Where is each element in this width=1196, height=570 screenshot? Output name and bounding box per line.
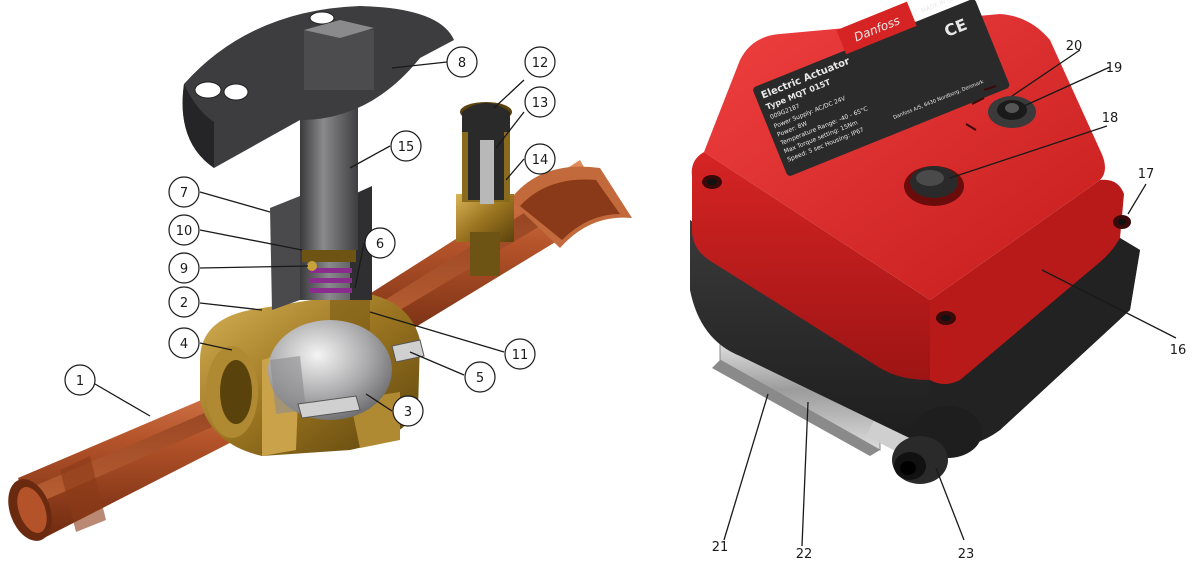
svg-text:12: 12	[532, 56, 549, 71]
svg-text:9: 9	[180, 262, 188, 277]
svg-text:8: 8	[458, 56, 466, 71]
callout-6: 6	[364, 227, 396, 259]
callout-20: 20	[1066, 39, 1083, 54]
ball-valve-cutaway	[8, 6, 632, 541]
svg-text:2: 2	[180, 296, 188, 311]
callout-17: 17	[1138, 167, 1155, 182]
nameplate: Danfoss MADE IN CHINA CE Electric Actuat…	[753, 0, 1010, 176]
callout-22: 22	[796, 547, 813, 562]
callout-1: 1	[64, 364, 96, 396]
actuator-base	[690, 220, 1140, 449]
callout-11: 11	[504, 338, 536, 370]
svg-text:10: 10	[176, 224, 193, 239]
callout-23: 23	[958, 547, 975, 562]
callout-13: 13	[524, 86, 556, 118]
callout-10: 10	[168, 214, 200, 246]
cable-gland	[892, 406, 982, 484]
svg-text:4: 4	[180, 337, 188, 352]
callout-21: 21	[712, 540, 729, 555]
valve-seat	[391, 339, 425, 363]
service-port	[456, 102, 514, 276]
svg-text:5: 5	[476, 371, 484, 386]
callout-3: 3	[392, 395, 424, 427]
electric-actuator: Danfoss MADE IN CHINA CE Electric Actuat…	[690, 0, 1140, 484]
position-indicator	[965, 85, 1036, 131]
callout-12: 12	[524, 46, 556, 78]
svg-text:1: 1	[76, 374, 84, 389]
valve-callouts: 1 2 3 4 5 6 7 8	[64, 46, 556, 427]
callout-19: 19	[1106, 61, 1123, 76]
svg-text:15: 15	[398, 140, 415, 155]
callout-15: 15	[390, 130, 422, 162]
callout-4: 4	[168, 327, 200, 359]
valve-seat-lower	[297, 395, 361, 419]
callout-14: 14	[524, 143, 556, 175]
callout-16: 16	[1170, 343, 1187, 358]
svg-text:7: 7	[180, 186, 188, 201]
callout-2: 2	[168, 286, 200, 318]
manual-override-cap	[904, 166, 964, 206]
svg-text:11: 11	[512, 348, 529, 363]
svg-text:6: 6	[376, 237, 384, 252]
callout-7: 7	[168, 176, 200, 208]
callout-18: 18	[1102, 111, 1119, 126]
callout-8: 8	[446, 46, 478, 78]
leader-lines	[94, 49, 1177, 547]
svg-text:13: 13	[532, 96, 549, 111]
svg-text:14: 14	[532, 153, 549, 168]
callout-5: 5	[464, 361, 496, 393]
actuator-callouts: 16 17 18 19 20 21 22 23	[712, 39, 1187, 562]
callout-9: 9	[168, 252, 200, 284]
svg-text:3: 3	[404, 405, 412, 420]
